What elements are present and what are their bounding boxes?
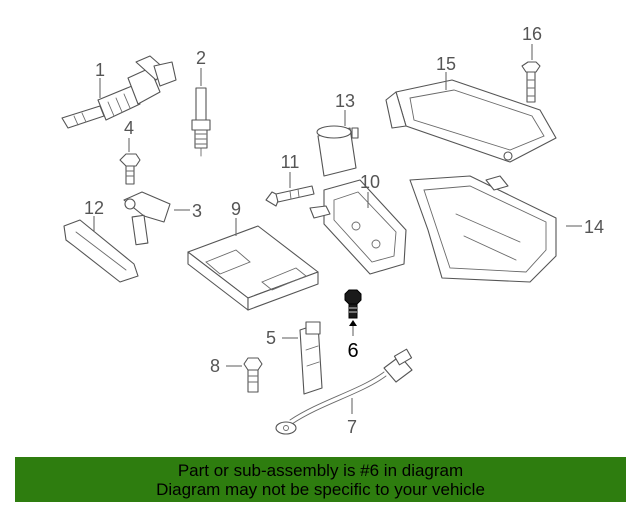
callout-9: 9 xyxy=(231,199,241,219)
part-screw xyxy=(521,61,541,103)
callout-13: 13 xyxy=(335,91,355,111)
callout-8: 8 xyxy=(210,356,220,376)
callout-6: 6 xyxy=(347,340,358,362)
part-small-bolt xyxy=(243,357,263,393)
banner-line-1: Part or sub-assembly is #6 in diagram xyxy=(177,460,464,480)
part-spark-plug xyxy=(191,87,211,157)
part-relay xyxy=(316,125,359,177)
callout-11: 11 xyxy=(281,152,300,172)
callout-5: 5 xyxy=(266,328,276,348)
part-highlighted-bolt xyxy=(344,289,362,319)
callout-14: 14 xyxy=(584,217,604,237)
callout-15: 15 xyxy=(436,54,456,74)
part-module-bracket xyxy=(309,179,407,275)
part-camshaft-sensor xyxy=(123,191,171,246)
part-sensor-bolt xyxy=(119,153,141,185)
callout-1: 1 xyxy=(95,60,105,80)
part-engine-control-module xyxy=(187,225,319,311)
callout-4: 4 xyxy=(124,118,134,138)
part-air-box-housing xyxy=(409,175,557,283)
callout-16: 16 xyxy=(522,24,542,44)
callout-10: 10 xyxy=(360,172,380,192)
part-sensor xyxy=(299,321,323,395)
part-knock-sensor xyxy=(275,348,413,435)
part-bracket xyxy=(63,219,139,283)
part-air-box-cover xyxy=(385,79,557,163)
part-bolt xyxy=(265,185,315,207)
arrowhead-6 xyxy=(349,320,357,326)
callout-3: 3 xyxy=(192,201,202,221)
banner-line-2: Diagram may not be specific to your vehi… xyxy=(156,479,485,499)
part-ignition-coil xyxy=(61,55,177,129)
info-banner: Part or sub-assembly is #6 in diagram Di… xyxy=(15,457,626,502)
callout-12: 12 xyxy=(84,198,104,218)
callout-7: 7 xyxy=(347,417,357,437)
callout-2: 2 xyxy=(196,48,206,68)
